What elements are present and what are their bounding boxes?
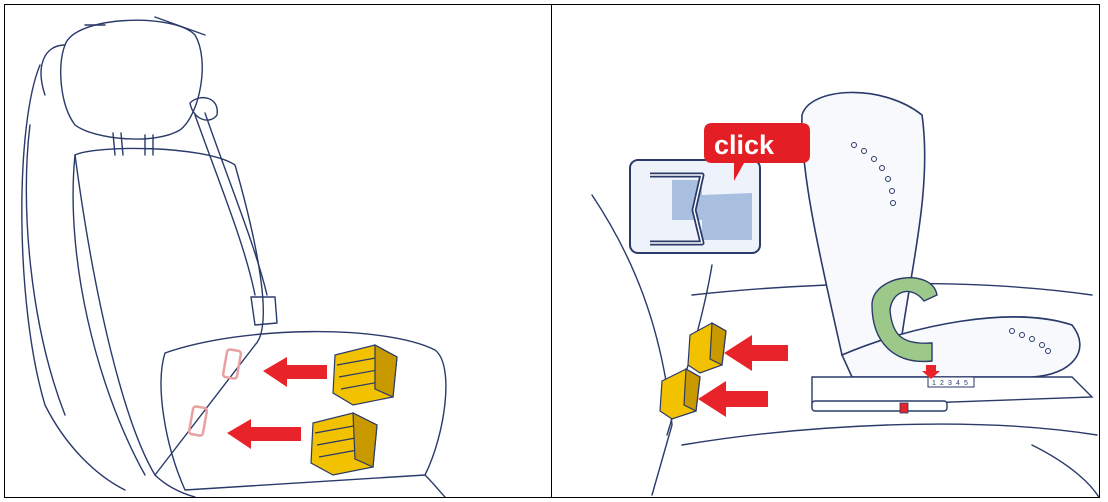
belt-buckle: [251, 297, 277, 325]
illustration-frame: 1 2 3 4 5: [4, 4, 1100, 498]
vehicle-floor-line: [682, 424, 1097, 445]
scale-label-3: 3: [948, 380, 952, 387]
cushion-front-edge: [425, 475, 445, 497]
arrow-lower: [227, 419, 301, 449]
headrest-outline: [61, 20, 203, 139]
arrow-lower: [698, 381, 768, 417]
isofix-guide-upper: [333, 345, 397, 405]
left-panel: [4, 4, 552, 498]
arrow-upper: [263, 357, 327, 387]
right-panel: 1 2 3 4 5: [551, 4, 1100, 498]
backrest-left-edge: [22, 65, 125, 490]
right-panel-drawing: 1 2 3 4 5: [552, 5, 1100, 498]
scale-label-4: 4: [956, 380, 960, 387]
isofix-arm: [812, 401, 947, 411]
seat-frame-top: [85, 17, 205, 35]
isofix-guide-lower: [311, 413, 377, 475]
side-bolster: [26, 125, 65, 415]
left-panel-drawing: [5, 5, 552, 498]
scale-label-5: 5: [964, 380, 968, 387]
latch-inset: [630, 160, 760, 253]
release-button: [900, 403, 908, 413]
child-seat-backrest: [802, 92, 925, 355]
seatbelt-strap: [195, 113, 267, 295]
scale-label-2: 2: [940, 380, 944, 387]
seat-bottom-line: [155, 475, 195, 497]
arrow-upper: [724, 335, 788, 371]
vehicle-lower-curve: [1032, 445, 1100, 498]
headrest-post-left: [113, 133, 123, 155]
click-label: click: [714, 130, 775, 160]
scale-label-1: 1: [932, 380, 936, 387]
backrest-inner-line: [73, 155, 145, 475]
